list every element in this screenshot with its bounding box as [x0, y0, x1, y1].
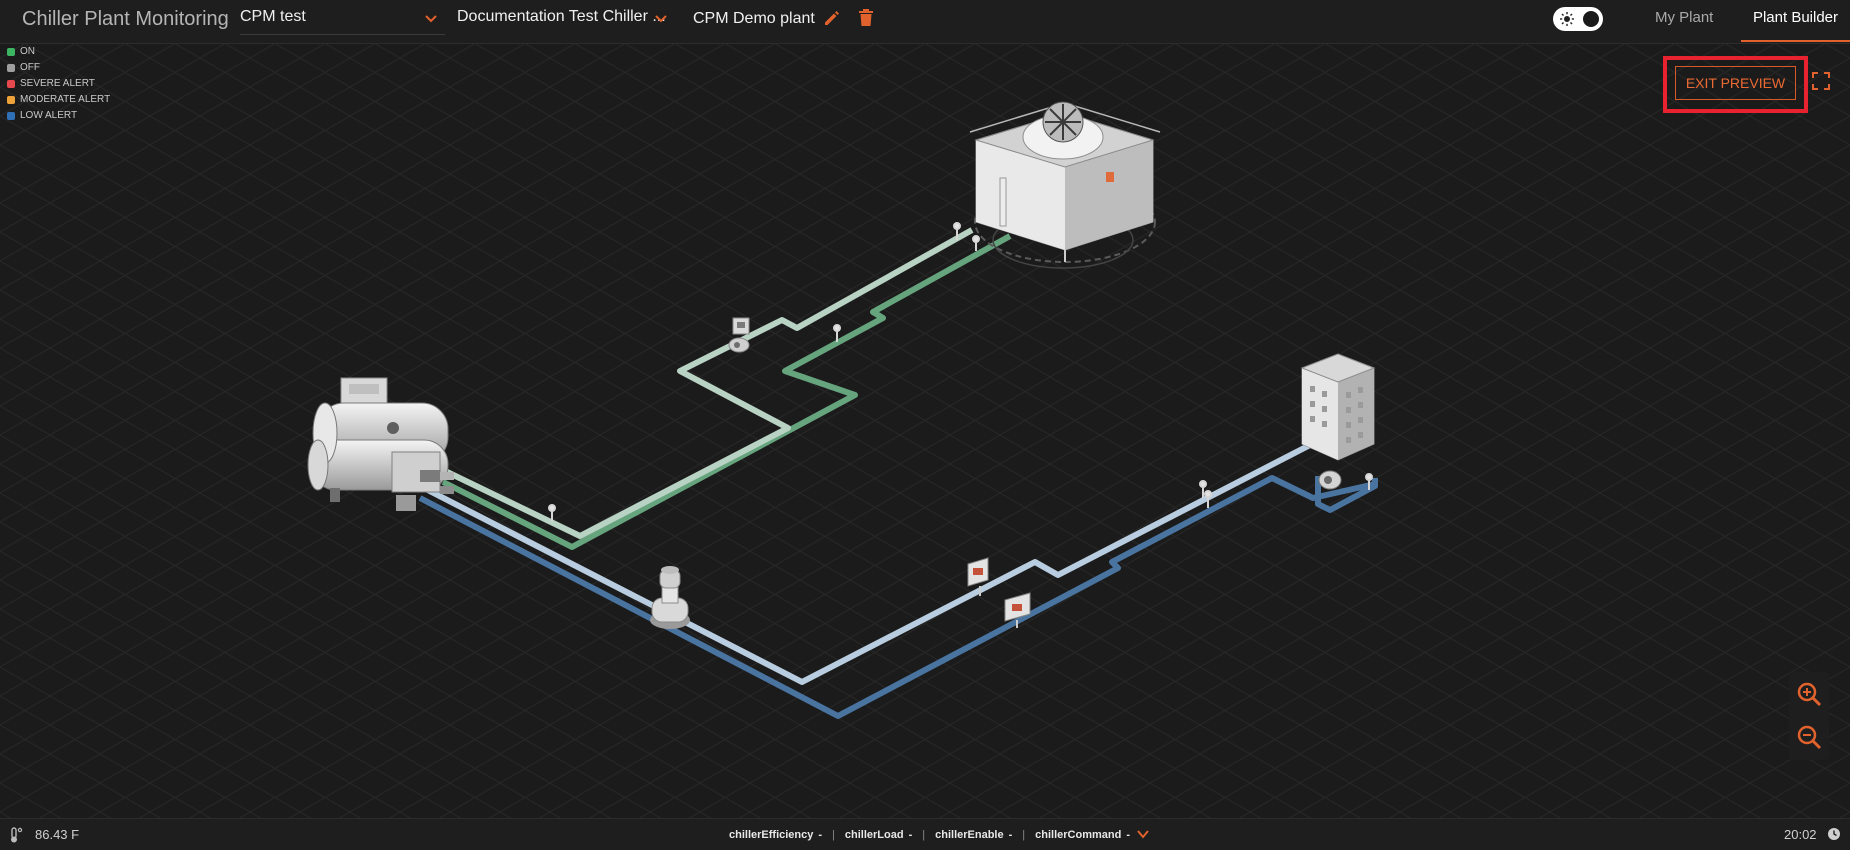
chevron-down-icon — [655, 15, 667, 23]
chilled-return-loop — [1315, 476, 1378, 513]
legend-item-on: ON — [7, 47, 110, 63]
legend-item-off: OFF — [7, 63, 110, 79]
tag-chiller-efficiency: chillerEfficiency- — [729, 829, 822, 841]
legend-dot-on — [7, 48, 15, 56]
chiller-select-value: Documentation Test Chiller ... — [457, 8, 666, 25]
tag-value: - — [818, 829, 823, 841]
legend-dot-low-alert — [7, 112, 15, 120]
zoom-in-icon[interactable] — [1796, 681, 1822, 707]
legend-dot-severe-alert — [7, 80, 15, 88]
building-valve — [1318, 470, 1342, 490]
chilled-meter-2 — [1004, 592, 1031, 628]
outside-temperature: 86.43 F — [35, 827, 80, 842]
plant-select-value: CPM test — [240, 8, 306, 25]
status-bar: 86.43 F chillerEfficiency-|chillerLoad-|… — [0, 818, 1850, 850]
tag-value: - — [1126, 829, 1130, 841]
plant-name: CPM Demo plant — [693, 10, 815, 27]
status-legend: ON OFF SEVERE ALERT MODERATE ALERT LOW A… — [7, 47, 110, 127]
legend-label: OFF — [20, 62, 40, 73]
zoom-controls — [1789, 672, 1829, 760]
zoom-out-icon[interactable] — [1796, 724, 1822, 750]
tag-name: chillerEnable — [935, 829, 1004, 841]
chilled-meter-1 — [967, 557, 989, 596]
cooling-tower — [969, 101, 1161, 269]
pump — [650, 566, 690, 629]
toggle-knob — [1583, 11, 1599, 27]
tag-name: chillerEfficiency — [729, 829, 814, 841]
pencil-icon[interactable] — [822, 8, 842, 28]
chevron-down-icon — [425, 15, 437, 23]
condenser-valve — [728, 317, 750, 353]
legend-label: ON — [20, 46, 35, 57]
clock-icon — [1828, 828, 1840, 840]
building — [1300, 353, 1376, 461]
tag-summary: chillerEfficiency-|chillerLoad-|chillerE… — [729, 828, 1150, 841]
tag-value: - — [1008, 829, 1013, 841]
tag-separator: | — [832, 829, 835, 841]
clock-time: 20:02 — [1784, 827, 1817, 842]
legend-item-severe-alert: SEVERE ALERT — [7, 79, 110, 95]
legend-label: MODERATE ALERT — [20, 94, 111, 105]
legend-label: SEVERE ALERT — [20, 78, 95, 89]
tag-chiller-enable: chillerEnable- — [935, 829, 1012, 841]
plant-select[interactable]: CPM test — [240, 6, 445, 35]
tab-plant-builder[interactable]: Plant Builder — [1741, 0, 1850, 42]
chilled-return-pipe — [418, 475, 1376, 719]
thermometer-icon — [11, 827, 23, 843]
plant-canvas[interactable]: ON OFF SEVERE ALERT MODERATE ALERT LOW A… — [0, 44, 1850, 818]
condenser-supply-pipe — [441, 227, 974, 539]
top-bar: Chiller Plant Monitoring CPM test Docume… — [0, 0, 1850, 44]
theme-toggle[interactable] — [1553, 7, 1603, 31]
sun-icon — [1560, 12, 1574, 26]
tag-chiller-load: chillerLoad- — [845, 829, 912, 841]
tag-name: chillerLoad — [844, 829, 904, 841]
tag-separator: | — [922, 829, 926, 841]
tab-my-plant[interactable]: My Plant — [1655, 9, 1714, 26]
trash-icon[interactable] — [857, 8, 875, 28]
legend-dot-off — [7, 64, 15, 72]
tag-chiller-command: chillerCommand- — [1035, 829, 1130, 841]
tag-name: chillerCommand — [1035, 829, 1122, 841]
legend-item-low-alert: LOW ALERT — [7, 111, 110, 127]
tag-value: - — [908, 829, 913, 841]
chevron-down-icon[interactable] — [1136, 828, 1150, 840]
fullscreen-icon[interactable] — [1812, 72, 1830, 90]
legend-dot-moderate-alert — [7, 96, 15, 104]
condenser-return-pipe — [441, 233, 1012, 550]
legend-label: LOW ALERT — [20, 110, 78, 121]
tag-separator: | — [1022, 829, 1026, 841]
app-title: Chiller Plant Monitoring — [22, 8, 229, 30]
chiller — [307, 377, 454, 511]
legend-item-moderate-alert: MODERATE ALERT — [7, 95, 110, 111]
sensor-pins — [548, 222, 1373, 522]
exit-preview-button[interactable]: EXIT PREVIEW — [1675, 66, 1796, 100]
plant-scene — [0, 44, 1850, 818]
chiller-select[interactable]: Documentation Test Chiller ... — [457, 6, 669, 34]
